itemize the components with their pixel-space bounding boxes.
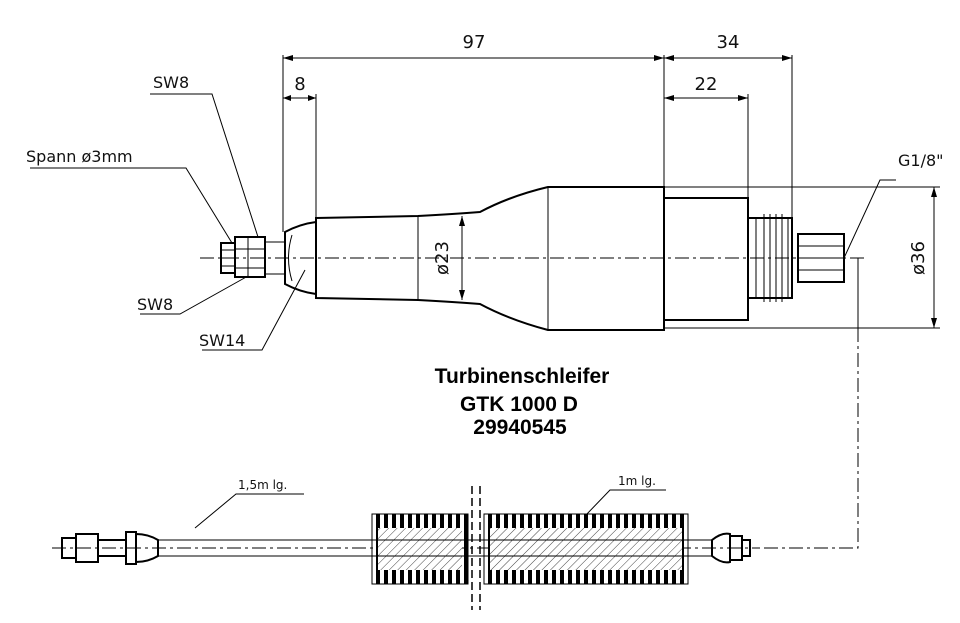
leader-hose-b <box>584 489 666 517</box>
label-sw8-top: SW8 <box>153 73 189 92</box>
label-thread: G1/8" <box>898 151 944 170</box>
dim-overall: 97 <box>463 32 486 53</box>
dim-rear: 34 <box>717 32 740 53</box>
collet-body <box>234 236 266 278</box>
dim-diameter-max: ø36 <box>908 241 929 275</box>
leader-hose-a <box>194 493 304 529</box>
label-sw14: SW14 <box>199 331 245 350</box>
dim-diameter-body: ø23 <box>432 241 453 275</box>
dim-thread-section: 22 <box>695 74 718 95</box>
title-article-number: 29940545 <box>473 416 567 439</box>
dimension-lines <box>282 55 940 329</box>
leader-lines <box>30 93 896 351</box>
dim-collet-length: 8 <box>294 74 305 95</box>
title-model: GTK 1000 D <box>460 393 578 416</box>
label-hose-length-a: 1,5m lg. <box>238 478 287 492</box>
handle <box>315 186 665 331</box>
hose-assembly <box>52 486 760 610</box>
rear-housing <box>663 197 749 321</box>
label-hose-length-b: 1m lg. <box>618 474 656 488</box>
thread-rings <box>747 214 793 302</box>
label-sw8-bottom: SW8 <box>137 295 173 314</box>
grinder-body <box>220 186 845 331</box>
title-name: Turbinenschleifer <box>435 365 610 388</box>
connection-line <box>760 328 859 549</box>
label-spann: Spann ø3mm <box>26 147 133 166</box>
